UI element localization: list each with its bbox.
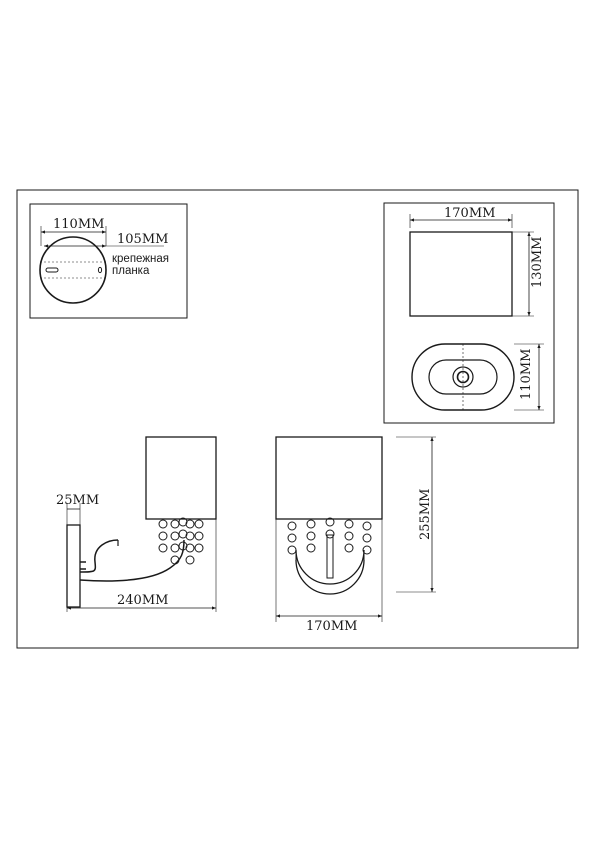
front-view: 170MM 255MM	[275, 436, 436, 634]
wall-plate-circle	[39, 236, 107, 304]
mounting-slot	[45, 267, 59, 273]
dim-110: 110MM	[53, 217, 104, 232]
mounting-plate-box	[29, 203, 188, 319]
dim-side-240: 240MM	[117, 593, 168, 608]
base-socket-outer	[452, 366, 474, 388]
center-rod	[326, 534, 334, 579]
wall-plate-side	[66, 524, 81, 608]
mounting-hole	[97, 266, 103, 274]
dim-base-110: 110MM	[519, 349, 534, 400]
dim-shade-130: 130MM	[530, 237, 545, 288]
shade-front-view	[275, 436, 383, 520]
dim-shade-170: 170MM	[444, 206, 495, 221]
shade-and-base-view: 170MM 130MM 110MM	[383, 202, 555, 424]
shade-side	[145, 436, 217, 520]
crystal-strands-side	[158, 517, 204, 565]
curved-arm	[79, 539, 119, 573]
dim-front-255: 255MM	[418, 489, 433, 540]
plate-label-1: крепежная	[112, 253, 169, 265]
side-view: 25MM 240MM	[56, 436, 217, 612]
dim-front-170: 170MM	[306, 619, 357, 634]
mounting-plate-view: 110MM 105MM крепежная планка	[29, 203, 188, 319]
drawing-frame	[16, 189, 579, 649]
shade-base-box	[383, 202, 555, 424]
crystal-strands-front	[287, 517, 372, 555]
dim-105: 105MM	[117, 232, 168, 247]
wall-plate-front	[295, 549, 365, 585]
plate-label-2: планка	[112, 265, 150, 277]
shade-front	[409, 231, 513, 317]
dim-side-25: 25MM	[56, 493, 99, 508]
base-socket-inner	[456, 370, 470, 384]
